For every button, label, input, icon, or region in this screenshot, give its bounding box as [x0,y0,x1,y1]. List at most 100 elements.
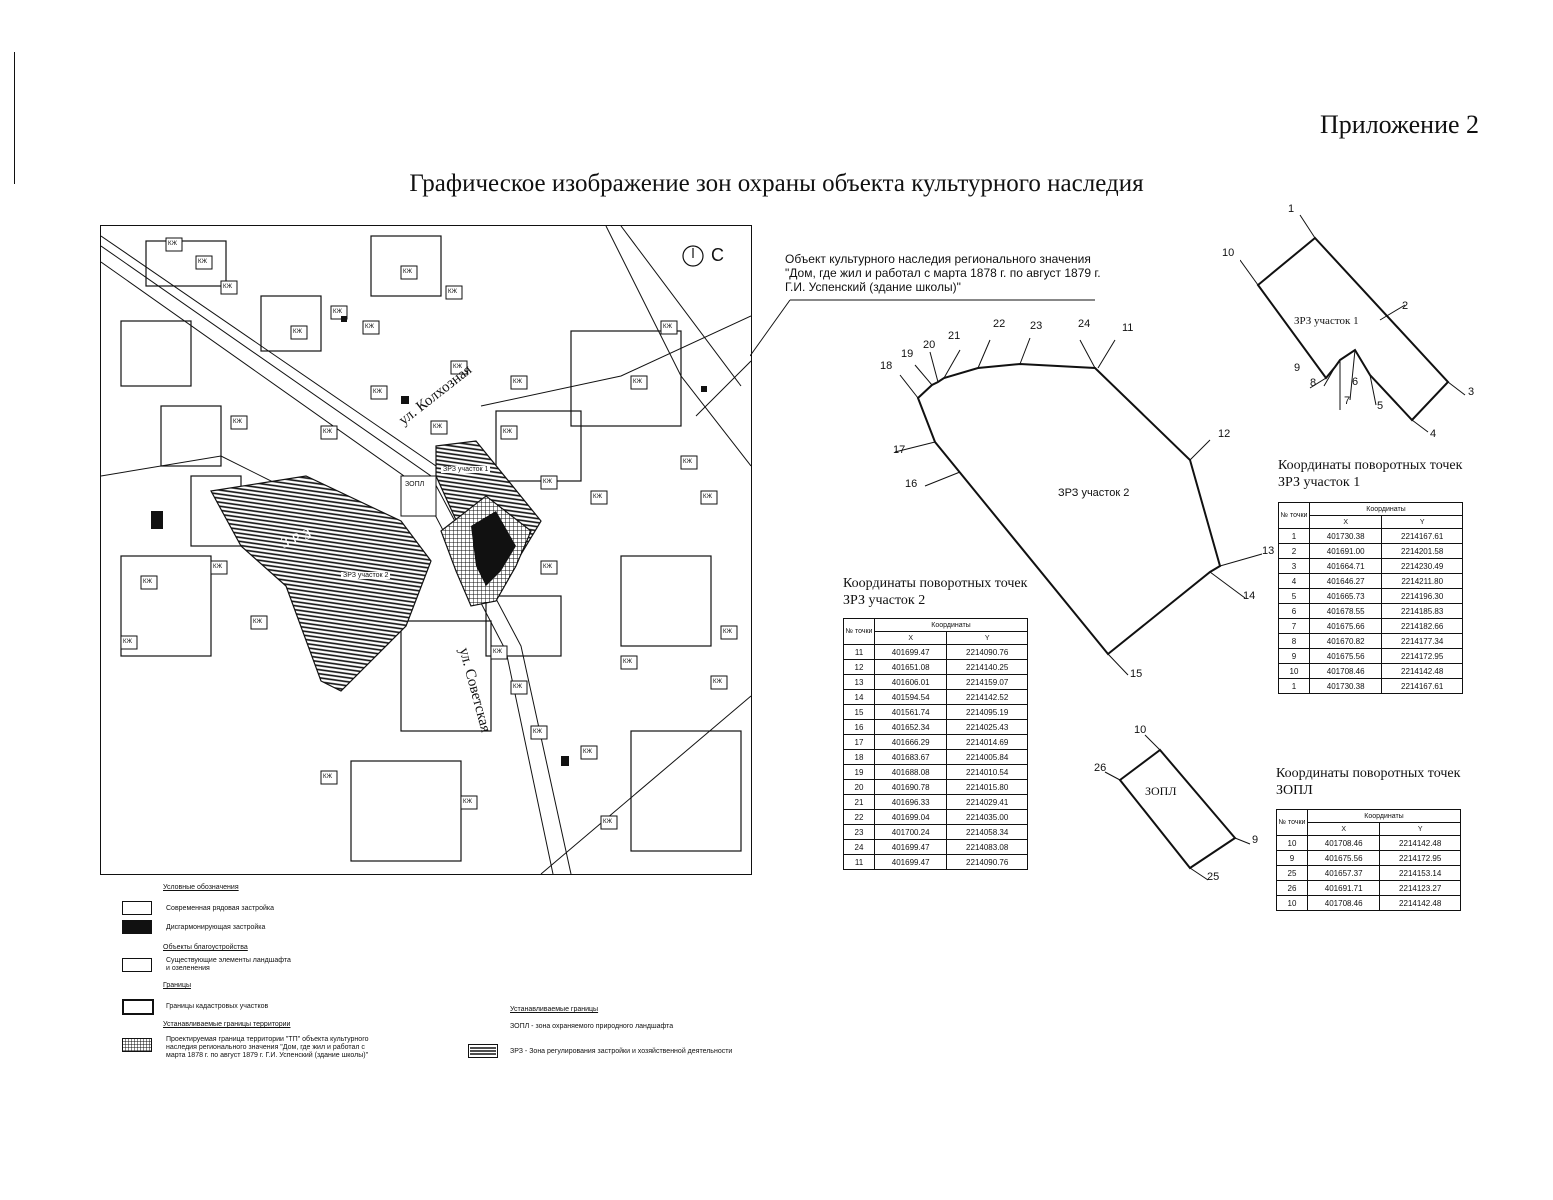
building-tag: КЖ [463,799,473,805]
legend-swatch-cadastral [122,999,154,1015]
col-header-coords: Координаты [874,618,1028,632]
legend-territory-heading: Устанавливаемые границы территории [163,1021,291,1028]
point-number: 26 [1276,880,1308,896]
point-number: 8 [1278,633,1310,649]
point-number: 13 [843,674,875,690]
point-number: 19 [843,764,875,780]
col-header-coords: Координаты [1309,502,1463,516]
coord-y: 2214142.52 [946,689,1028,705]
legend-landscape: Существующие элементы ландшафта и озелен… [166,957,291,972]
legend-set-borders-heading: Устанавливаемые границы [510,1006,599,1013]
col-header-y: Y [946,631,1028,645]
building-tag: КЖ [323,774,333,780]
coord-x: 401606.01 [873,674,948,690]
coord-x: 401688.08 [873,764,948,780]
legend-territory: Проектируемая граница территории "ТП" об… [166,1036,369,1059]
dissonant-buildings [151,316,707,766]
coord-x: 401708.46 [1308,663,1383,679]
coord-x: 401657.37 [1306,865,1381,881]
coord-x: 401646.27 [1308,573,1383,589]
legend-heading: Условные обозначения [163,884,239,891]
point-number: 10 [1276,895,1308,911]
coord-y: 2214035.00 [946,809,1028,825]
coord-y: 2214142.48 [1379,835,1461,851]
building-tag: КЖ [453,364,463,370]
building-tag: КЖ [403,269,413,275]
building-tag: КЖ [198,259,208,265]
zrz1-point-10: 10 [1222,247,1235,259]
coord-y: 2214172.95 [1381,648,1463,664]
building-tag: КЖ [683,459,693,465]
coord-x: 401700.24 [873,824,948,840]
building-tag: КЖ [663,324,673,330]
zrz1-point-3: 3 [1468,386,1475,398]
coord-x: 401652.34 [873,719,948,735]
coord-y: 2214095.19 [946,704,1028,720]
callout-pointer [750,299,1095,357]
zrz2-point-17: 17 [893,444,906,456]
building-tag: КЖ [333,309,343,315]
zopl-table-title: Координаты поворотных точек ЗОПЛ [1276,765,1460,799]
point-number: 1 [1278,528,1310,544]
zrz1-point-4: 4 [1430,428,1437,440]
zopl-zone-box [400,475,437,517]
coord-y: 2214083.08 [946,839,1028,855]
zrz1-point-8: 8 [1310,377,1317,389]
zrz2-point-19: 19 [901,348,914,360]
point-number: 22 [843,809,875,825]
zrz2-point-11: 11 [1122,322,1134,334]
coord-y: 2214010.54 [946,764,1028,780]
zrz1-point-5: 5 [1377,400,1384,412]
building-tag: КЖ [323,429,333,435]
zrz2-point-12: 12 [1218,428,1231,440]
zrz2-point-21: 21 [948,330,961,342]
building-tag: КЖ [623,659,633,665]
coord-y: 2214167.61 [1381,678,1463,694]
point-number: 2 [1278,543,1310,559]
legend-improvement-heading: Объекты благоустройства [163,944,248,951]
point-number: 5 [1278,588,1310,604]
coord-x: 401665.73 [1308,588,1383,604]
coord-y: 2214014.69 [946,734,1028,750]
building-tag: КЖ [223,284,233,290]
building-tag: КЖ [633,379,643,385]
building-tag: КЖ [583,749,593,755]
coord-y: 2214025.43 [946,719,1028,735]
zrz2-table-title: Координаты поворотных точек ЗРЗ участок … [843,575,1027,609]
point-number: 23 [843,824,875,840]
building-tag: КЖ [603,819,613,825]
annex-label: Приложение 2 [1320,110,1480,139]
point-number: 18 [843,749,875,765]
coord-x: 401675.56 [1306,850,1381,866]
zrz1-table-title-line1: Координаты поворотных точек [1278,458,1463,473]
building-tag: КЖ [513,379,523,385]
map-label-zrz2: ЗРЗ участок 2 [341,572,391,579]
coord-x: 401691.00 [1308,543,1383,559]
col-header-no: № точки [843,618,875,645]
point-number: 15 [843,704,875,720]
point-number: 1 [1278,678,1310,694]
coord-y: 2214142.48 [1381,663,1463,679]
coord-y: 2214090.76 [946,854,1028,870]
zrz2-point-24: 24 [1078,318,1091,330]
coord-x: 401675.66 [1308,618,1383,634]
zopl-point-26: 26 [1094,762,1107,774]
zopl-point-10: 10 [1134,724,1147,736]
zrz2-point-13: 13 [1262,545,1275,557]
coord-y: 2214211.80 [1381,573,1463,589]
coord-y: 2214185.83 [1381,603,1463,619]
zrz-zone-hatched [210,475,432,692]
